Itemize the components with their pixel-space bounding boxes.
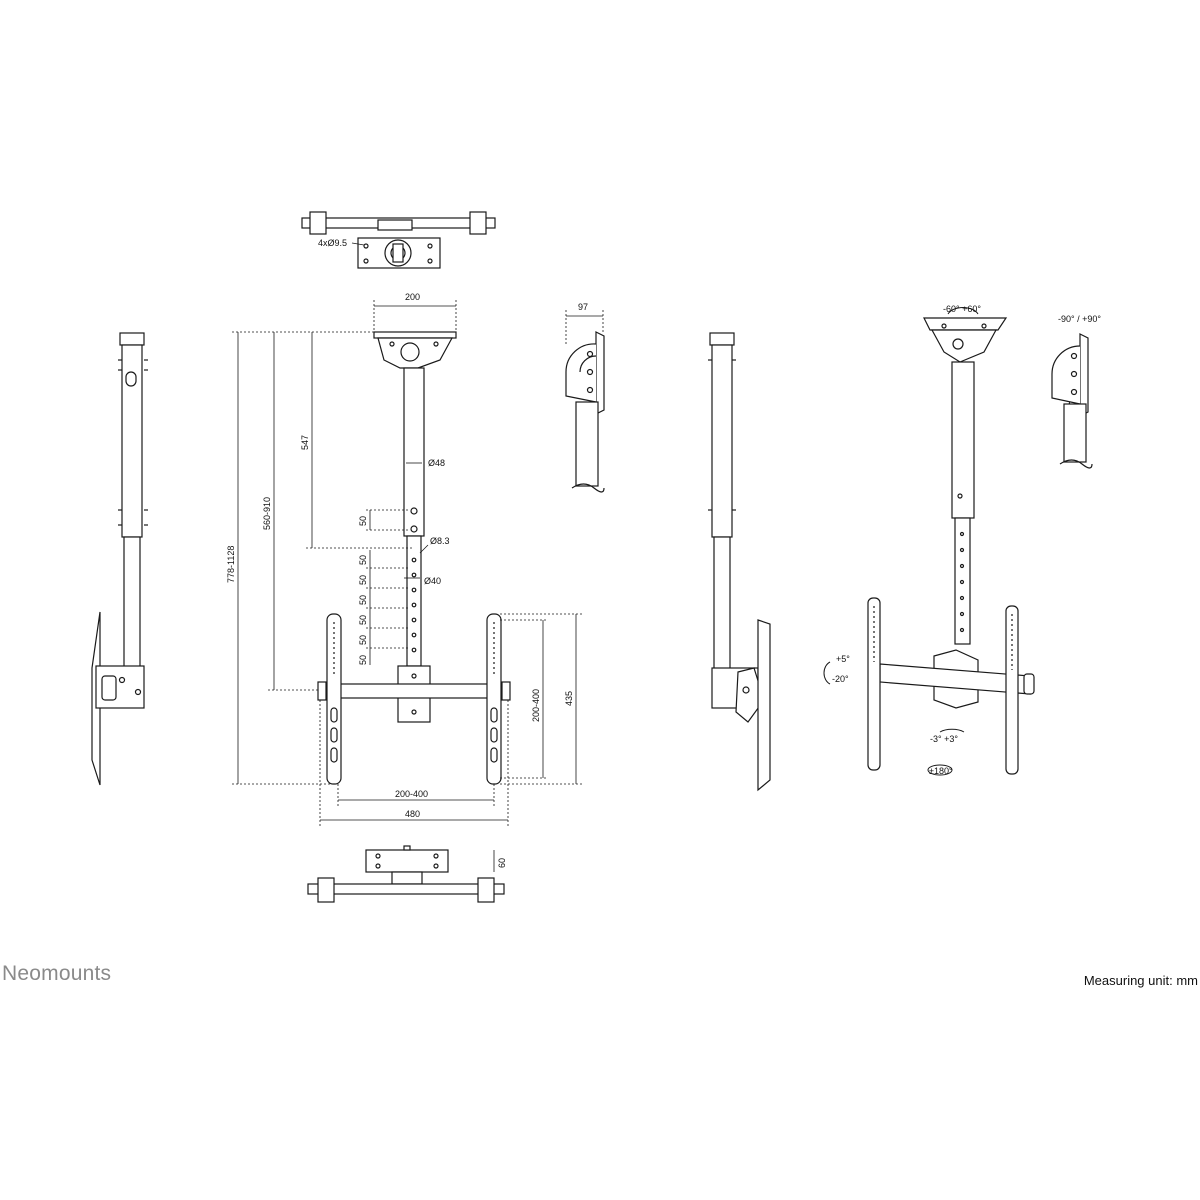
plate-width-label: 200 bbox=[405, 292, 420, 302]
clamp-depth-label: 60 bbox=[497, 858, 507, 868]
right-side-view bbox=[708, 332, 771, 792]
tube-diameter-label: Ø48 bbox=[428, 458, 445, 468]
bracket-height-label: 435 bbox=[564, 691, 574, 706]
lower-tube-diameter-label: Ø40 bbox=[424, 576, 441, 586]
brand-logo: Neomounts bbox=[2, 962, 112, 985]
height-range-label: 560-910 bbox=[262, 497, 272, 530]
depth-label: 97 bbox=[578, 302, 588, 312]
front-view-dimensions bbox=[232, 300, 582, 826]
bracket-width-label: 480 bbox=[405, 809, 420, 819]
vesa-height-label: 200-400 bbox=[531, 689, 541, 722]
hole-diameter-label: Ø8.3 bbox=[430, 536, 450, 546]
vesa-width-label: 200-400 bbox=[395, 789, 428, 799]
step-label-2: 50 bbox=[358, 555, 368, 565]
rotate-label: ±180° bbox=[929, 766, 953, 776]
front-view-mount bbox=[317, 331, 511, 785]
tilt-plate-label: -60° +60° bbox=[943, 304, 981, 314]
step-label-7: 50 bbox=[358, 655, 368, 665]
top-holes-label: 4xØ9.5 bbox=[318, 238, 347, 248]
step-label-5: 50 bbox=[358, 615, 368, 625]
left-side-view bbox=[91, 332, 148, 786]
swivel-plate-label: -90° / +90° bbox=[1058, 314, 1101, 324]
roll-label: -3° +3° bbox=[930, 734, 958, 744]
step-label-4: 50 bbox=[358, 595, 368, 605]
perspective-view bbox=[867, 317, 1035, 775]
tilt-up-label: +5° bbox=[836, 654, 850, 664]
plate-side-detail bbox=[565, 310, 605, 493]
total-height-label: 778-1128 bbox=[226, 546, 236, 583]
upper-tube-label: 547 bbox=[300, 435, 310, 450]
measuring-unit-note: Measuring unit: mm bbox=[1083, 973, 1198, 988]
step-label-3: 50 bbox=[358, 575, 368, 585]
bottom-view-clamp bbox=[307, 845, 505, 903]
top-view-ceiling-plate bbox=[301, 211, 496, 269]
tilt-down-label: -20° bbox=[832, 674, 849, 684]
swivel-plate-detail bbox=[1051, 333, 1093, 469]
step-label-1: 50 bbox=[358, 516, 368, 526]
step-label-6: 50 bbox=[358, 635, 368, 645]
